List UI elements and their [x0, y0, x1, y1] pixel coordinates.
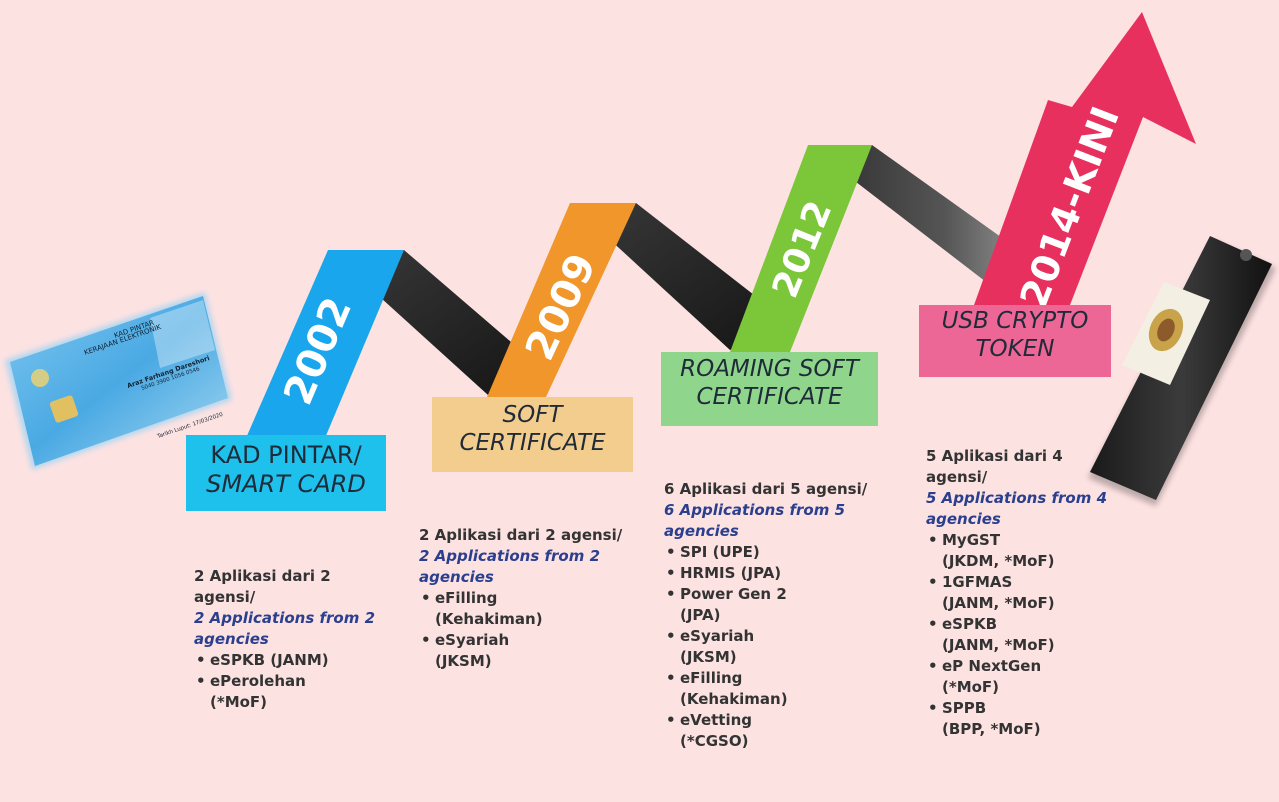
info-2002-ms: 2 Aplikasi dari 2 agensi/ [194, 567, 331, 606]
list-item: eP NextGen(*MoF) [926, 656, 1116, 698]
usb-token-image [1088, 236, 1276, 506]
info-2014-en: 5 Applications from 4 agencies [926, 489, 1108, 528]
connector-2 [570, 203, 790, 350]
list-item: HRMIS (JPA) [664, 563, 886, 584]
ribbon-2012 [730, 145, 872, 352]
label-smart-card-line2: SMART CARD [206, 469, 366, 498]
list-item: eSPKB (JANM) [194, 650, 394, 671]
list-item: SPPB(BPP, *MoF) [926, 698, 1116, 740]
list-item: eVetting(*CGSO) [664, 710, 886, 752]
info-2009: 2 Aplikasi dari 2 agensi/ 2 Applications… [419, 525, 629, 672]
list-item: eFilling(Kehakiman) [664, 668, 886, 710]
label-smart-card: KAD PINTAR/ SMART CARD [186, 435, 386, 511]
connector-3 [808, 145, 1036, 285]
label-soft-certificate-line1: SOFT [502, 402, 563, 428]
label-roaming-line2: CERTIFICATE [696, 383, 843, 410]
label-roaming-soft-certificate: ROAMING SOFT CERTIFICATE [661, 352, 878, 426]
smart-card-image: KAD PINTAR KERAJAAN ELEKTRONIK Araz Farh… [5, 292, 232, 470]
label-usb-crypto-token: USB CRYPTO TOKEN [919, 305, 1111, 377]
info-2012-ms: 6 Aplikasi dari 5 agensi/ [664, 480, 868, 498]
list-item: 1GFMAS(JANM, *MoF) [926, 572, 1116, 614]
list-item: eSyariah(JKSM) [419, 630, 629, 672]
label-smart-card-line1: KAD PINTAR/ [210, 441, 362, 469]
ribbon-arrow-2014 [974, 12, 1196, 305]
label-usb-line1: USB CRYPTO [941, 308, 1089, 334]
info-2014: 5 Aplikasi dari 4 agensi/ 5 Applications… [926, 446, 1116, 740]
info-2012-apps: SPI (UPE) HRMIS (JPA) Power Gen 2(JPA) e… [664, 542, 886, 752]
info-2012-en: 6 Applications from 5 agencies [664, 501, 846, 540]
list-item: eSPKB(JANM, *MoF) [926, 614, 1116, 656]
info-2009-apps: eFilling(Kehakiman) eSyariah(JKSM) [419, 588, 629, 672]
list-item: SPI (UPE) [664, 542, 886, 563]
info-2012: 6 Aplikasi dari 5 agensi/ 6 Applications… [664, 479, 886, 752]
list-item: MyGST(JKDM, *MoF) [926, 530, 1116, 572]
info-2014-ms: 5 Aplikasi dari 4 agensi/ [926, 447, 1063, 486]
label-usb-line2: TOKEN [975, 335, 1055, 362]
ribbon-2002 [246, 250, 404, 438]
label-soft-certificate: SOFT CERTIFICATE [432, 397, 633, 472]
list-item: Power Gen 2(JPA) [664, 584, 886, 626]
info-2002: 2 Aplikasi dari 2 agensi/ 2 Applications… [194, 566, 394, 713]
label-soft-certificate-line2: CERTIFICATE [459, 429, 606, 456]
info-2014-apps: MyGST(JKDM, *MoF) 1GFMAS(JANM, *MoF) eSP… [926, 530, 1116, 740]
info-2009-en: 2 Applications from 2 agencies [419, 547, 601, 586]
list-item: eSyariah(JKSM) [664, 626, 886, 668]
info-2009-ms: 2 Aplikasi dari 2 agensi/ [419, 526, 623, 544]
list-item: ePerolehan(*MoF) [194, 671, 394, 713]
ribbon-2009 [487, 203, 636, 397]
list-item: eFilling(Kehakiman) [419, 588, 629, 630]
label-roaming-line1: ROAMING SOFT [680, 356, 859, 382]
info-2002-en: 2 Applications from 2 agencies [194, 609, 376, 648]
info-2002-apps: eSPKB (JANM) ePerolehan(*MoF) [194, 650, 394, 713]
